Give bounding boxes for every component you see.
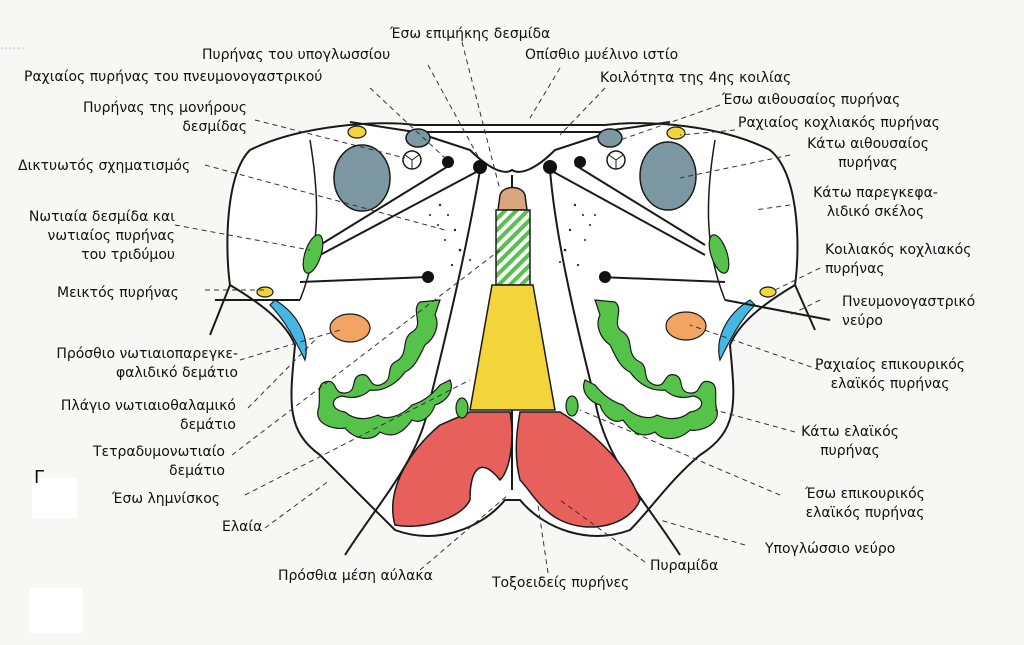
white-patch [30,588,82,633]
medial-lemniscus [469,284,556,411]
label-pyramid: Πυραμίδα [650,558,719,574]
hypoglossal-right [543,160,557,174]
label-dorsal-cochlear: Ραχιαίος κοχλιακός πυρήνας [738,115,940,131]
label-hypoglossal-nucleus: Πυρήνας του υπογλωσσίου [202,47,391,63]
label-fourth-ventricle: Κοιλότητα της 4ης κοιλίας [600,70,792,86]
ventricle-roof [349,121,671,133]
accessory-olive-left [455,397,469,419]
spinal-trigeminal-right [708,234,730,274]
label-medial-vestibular: Έσω αιθουσαίος πυρήνας [722,92,901,108]
pyramid-left [392,411,513,527]
spinocerebellar-left [329,313,371,343]
label-anterior-median-fissure: Πρόσθια μέση αύλακα [278,568,433,584]
dorsal-vagal-right [574,156,586,168]
label-solitary-nucleus: Πυρήνας της μονήρους δεσμίδας [82,100,247,135]
label-spinal-trigeminal: Νωτιαία δεσμίδα και νωτιαίος πυρήνας του… [28,209,175,263]
label-dorsal-accessory-olive: Ραχιαίος επικουρικός ελαϊκός πυρήνας [814,357,965,392]
spinal-trigeminal-left [302,234,324,274]
tectospinal-hatched [495,209,531,286]
gamma-marker: Γ [34,467,45,488]
label-medial-lemniscus: Έσω λημνίσκος [112,491,221,507]
label-arcuate-nuclei: Τοξοειδείς πυρήνες [492,575,630,591]
label-anterior-spinocerebellar: Πρόσθιο νωτιαιοπαρεγκε- φαλιδικό δεμάτιο [56,346,238,381]
dorsal-vagal-left [442,156,454,168]
label-ventral-cochlear: Κοιλιακός κοχλιακός πυρήνας [825,242,972,277]
reticular-speckles [429,203,596,267]
label-inferior-vestibular: Κάτω αιθουσαίος πυρήνας [807,136,929,171]
label-vagus-nerve: Πνευμονογαστρικό νεύρο [842,294,976,329]
spinocerebellar-right [665,311,707,341]
blue-crescent-right [718,299,756,362]
ventral-cochlear-left [256,286,274,298]
blue-crescent-left [269,299,307,362]
inferior-olive-left [317,299,452,439]
label-reticular-formation: Δικτυωτός σχηματισμός [18,158,191,174]
label-lateral-spinothalamic: Πλάγιο νωτιαιοθαλαμικό δεμάτιο [60,398,236,433]
medial-vestibular-right [597,128,623,148]
ventral-cochlear-right [759,286,777,298]
inferior-vestibular-left [333,144,391,212]
label-mlf: Έσω επιμήκης δεσμίδα [390,26,551,42]
medial-vestibular-left [405,128,431,148]
label-nucleus-ambiguus: Μεικτός πυρήνας [57,285,179,301]
nucleus-ambiguus-right [599,271,611,283]
label-dorsal-vagal-nucleus: Ραχιαίος πυρήνας του πνευμονογαστρικού [24,69,323,85]
background-text: ······ [0,42,25,57]
white-patch [32,478,77,518]
dorsal-cochlear-left [347,125,367,139]
accessory-olive-right [565,395,579,417]
label-hypoglossal-nerve: Υπογλώσσιο νεύρο [765,541,896,557]
dorsal-cochlear-right [666,126,686,140]
hypoglossal-left [473,160,487,174]
label-posterior-medullary-velum: Οπίσθιο μυέλινο ιστίο [525,47,679,63]
mlf-tan [497,186,528,211]
label-medial-accessory-olive: Έσω επικουρικός ελαϊκός πυρήνας [805,486,925,521]
label-olive: Ελαία [222,519,263,535]
label-inferior-cerebellar-peduncle: Κάτω παρεγκεφα- λιδικό σκέλος [813,185,938,220]
inferior-olive-right [583,299,718,440]
inferior-vestibular-right [639,141,697,211]
label-inferior-olive: Κάτω ελαϊκός πυρήνας [801,424,899,459]
pyramid-right [515,411,641,528]
label-tectospinal: Τετραδυμονωτιαίο δεμάτιο [92,444,225,479]
nucleus-ambiguus-left [422,271,434,283]
